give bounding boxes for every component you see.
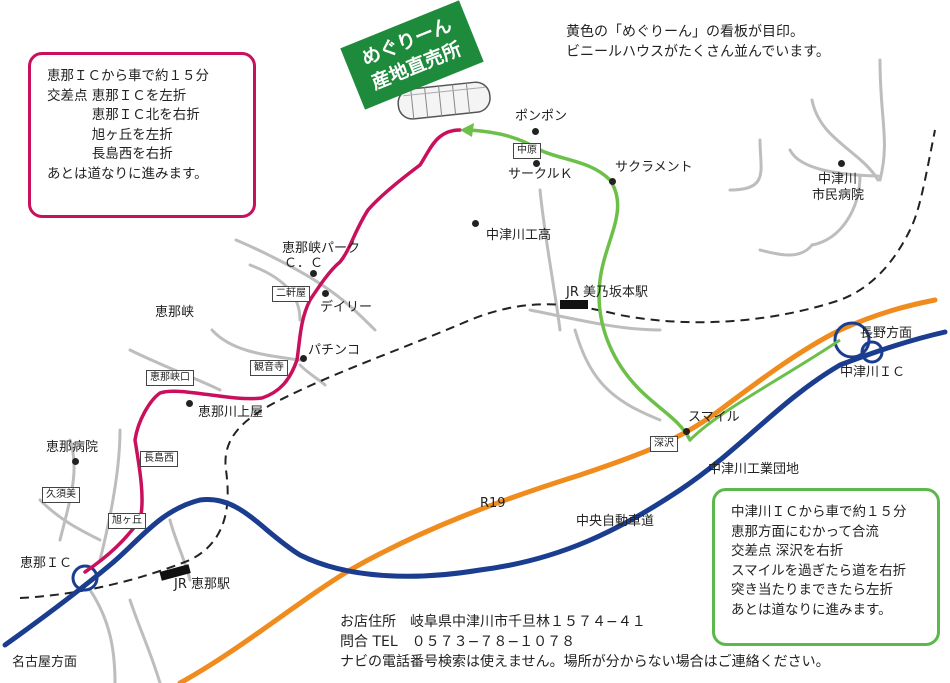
place-ena-ic: 恵那ＩＣ xyxy=(20,556,73,571)
road-r19: R19 xyxy=(480,496,506,511)
place-nakatsugawa-ic: 中津川ＩＣ xyxy=(840,365,906,380)
directions-from-nakatsugawa: 中津川ＩＣから車で約１５分 恵那方面にむかって合流 交差点 深沢を右折 スマイル… xyxy=(712,488,940,646)
intersection-nagashimanishi: 長島西 xyxy=(140,451,178,467)
high-school-dot xyxy=(472,220,479,227)
chuo-expressway xyxy=(2,329,948,648)
ena-hospital-dot xyxy=(72,458,79,465)
place-ena-kawakamiya: 恵那川上屋 xyxy=(198,405,264,420)
intersection-nakahara: 中原 xyxy=(513,143,541,159)
right-dir-2: 恵那方面にむかって合流 xyxy=(731,523,879,540)
place-ena-hospital: 恵那病院 xyxy=(46,440,99,455)
top-note: 黄色の「めぐりーん」の看板が目印。 ビニールハウスがたくさん並んでいます。 xyxy=(566,22,830,62)
left-dir-6: あとは道なりに進みます。 xyxy=(47,165,208,182)
intersection-nikenya: 二軒屋 xyxy=(272,286,310,302)
ena-park-dot xyxy=(310,270,317,277)
top-note-line2: ビニールハウスがたくさん並んでいます。 xyxy=(566,44,830,60)
station-ena: JR 恵那駅 xyxy=(174,577,230,592)
route-green-expressway-link xyxy=(688,338,841,442)
intersection-kusumi: 久須美 xyxy=(42,487,80,503)
right-dir-3: 交差点 深沢を右折 xyxy=(731,543,844,559)
circle-k-dot xyxy=(533,160,540,167)
hospital-dot xyxy=(838,160,845,167)
place-ena-park-2: Ｃ．Ｃ xyxy=(284,256,324,271)
top-note-line1: 黄色の「めぐりーん」の看板が目印。 xyxy=(566,24,804,40)
intersection-kannonji: 観音寺 xyxy=(250,360,288,376)
intersection-asahigaoka: 旭ヶ丘 xyxy=(108,513,146,529)
route-from-ena-ic xyxy=(83,128,462,574)
ena-ic-interchange xyxy=(71,564,99,592)
place-ena-park-1: 恵那峡パーク xyxy=(282,241,361,256)
place-nakatsugawa-high: 中津川工高 xyxy=(486,228,552,243)
right-dir-4: スマイルを過ぎたら道を右折 xyxy=(731,562,907,579)
intersection-enakyoguchi: 恵那峡口 xyxy=(146,370,194,386)
left-dir-3: 恵那ＩＣ北を右折 xyxy=(47,107,200,123)
railway-line xyxy=(19,129,936,599)
place-enakyo: 恵那峡 xyxy=(155,305,195,320)
place-dairy: デイリー xyxy=(320,300,373,315)
place-circle-k: サークルＫ xyxy=(508,167,573,182)
sacrament-dot xyxy=(609,178,616,185)
station-ena-mark xyxy=(159,564,191,581)
navi-note: ナビの電話番号検索は使えません。場所が分からない場合はご連絡ください。 xyxy=(340,654,830,670)
left-dir-5: 長島西を右折 xyxy=(47,146,173,162)
pachinko-dot xyxy=(300,355,307,362)
greenhouse-icon xyxy=(397,81,491,120)
place-nagoya-dir: 名古屋方面 xyxy=(12,655,78,670)
place-ponpon: ポンポン xyxy=(515,109,568,124)
nakatsugawa-ic-interchange xyxy=(833,321,871,359)
directions-from-ena: 恵那ＩＣから車で約１５分 交差点 恵那ＩＣを左折 恵那ＩＣ北を右折 旭ヶ丘を左折… xyxy=(28,52,256,218)
right-dir-6: あとは道なりに進みます。 xyxy=(731,601,892,618)
station-minosakamoto: JR 美乃坂本駅 xyxy=(566,285,648,300)
left-dir-4: 旭ヶ丘を左折 xyxy=(47,126,173,143)
place-smile: スマイル xyxy=(688,410,740,425)
ponpon-dot xyxy=(532,128,539,135)
smile-dot xyxy=(683,428,690,435)
place-sacrament: サクラメント xyxy=(615,160,693,175)
shop-address: お店住所 岐阜県中津川市千旦林１５７４−４１ xyxy=(340,614,646,630)
shop-info: お店住所 岐阜県中津川市千旦林１５７４−４１ 問合 TEL ０５７３−７８−１０… xyxy=(340,612,830,672)
place-nakatsugawa-hospital-1: 中津川 xyxy=(818,172,858,187)
place-industrial-park: 中津川工業団地 xyxy=(708,462,800,477)
left-dir-1: 恵那ＩＣから車で約１５分 xyxy=(47,68,209,84)
intersection-fukasawa: 深沢 xyxy=(650,436,678,452)
left-dir-2: 交差点 恵那ＩＣを左折 xyxy=(47,87,187,104)
right-dir-5: 突き当たりまできたら左折 xyxy=(731,582,893,598)
place-nagano-dir: 長野方面 xyxy=(860,326,913,341)
road-chuo-expressway: 中央自動車道 xyxy=(576,514,655,529)
right-dir-1: 中津川ＩＣから車で約１５分 xyxy=(731,504,907,520)
station-minosakamoto-mark xyxy=(560,300,588,309)
arrowhead-icon xyxy=(460,123,474,137)
dairy-dot xyxy=(322,290,329,297)
place-nakatsugawa-hospital-2: 市民病院 xyxy=(812,188,865,203)
kawakamiya-dot xyxy=(186,400,193,407)
shop-tel: 問合 TEL ０５７３−７８−１０７８ xyxy=(340,634,576,650)
place-pachinko: パチンコ xyxy=(308,343,361,358)
